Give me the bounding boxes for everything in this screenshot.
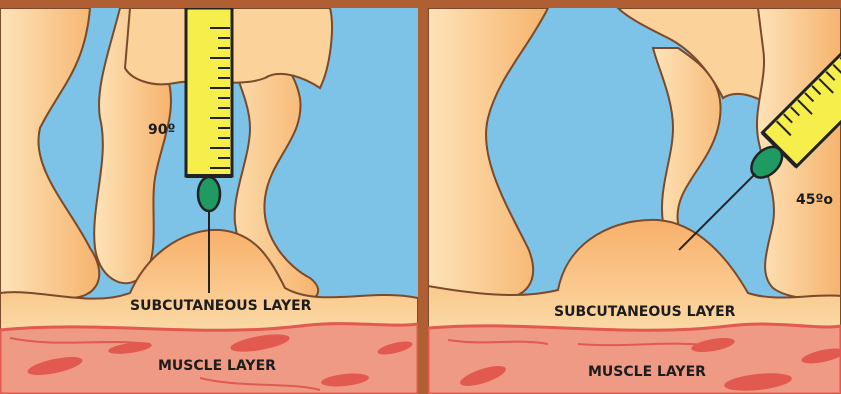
- subcutaneous-layer-label: SUBCUTANEOUS LAYER: [130, 298, 311, 314]
- angle-label: 45ºo: [796, 192, 833, 208]
- subcutaneous-layer-label: SUBCUTANEOUS LAYER: [554, 304, 735, 320]
- injection-panel-90: 90º SUBCUTANEOUS LAYER MUSCLE LAYER: [0, 8, 418, 394]
- needle-hub: [198, 177, 220, 211]
- illustration-45: [428, 8, 841, 394]
- injection-panel-45: 45ºo SUBCUTANEOUS LAYER MUSCLE LAYER: [428, 8, 841, 394]
- muscle-layer-label: MUSCLE LAYER: [158, 358, 276, 374]
- muscle-layer-label: MUSCLE LAYER: [588, 364, 706, 380]
- illustration-90: [0, 8, 418, 394]
- angle-label: 90º: [148, 122, 175, 138]
- syringe-barrel: [186, 8, 232, 176]
